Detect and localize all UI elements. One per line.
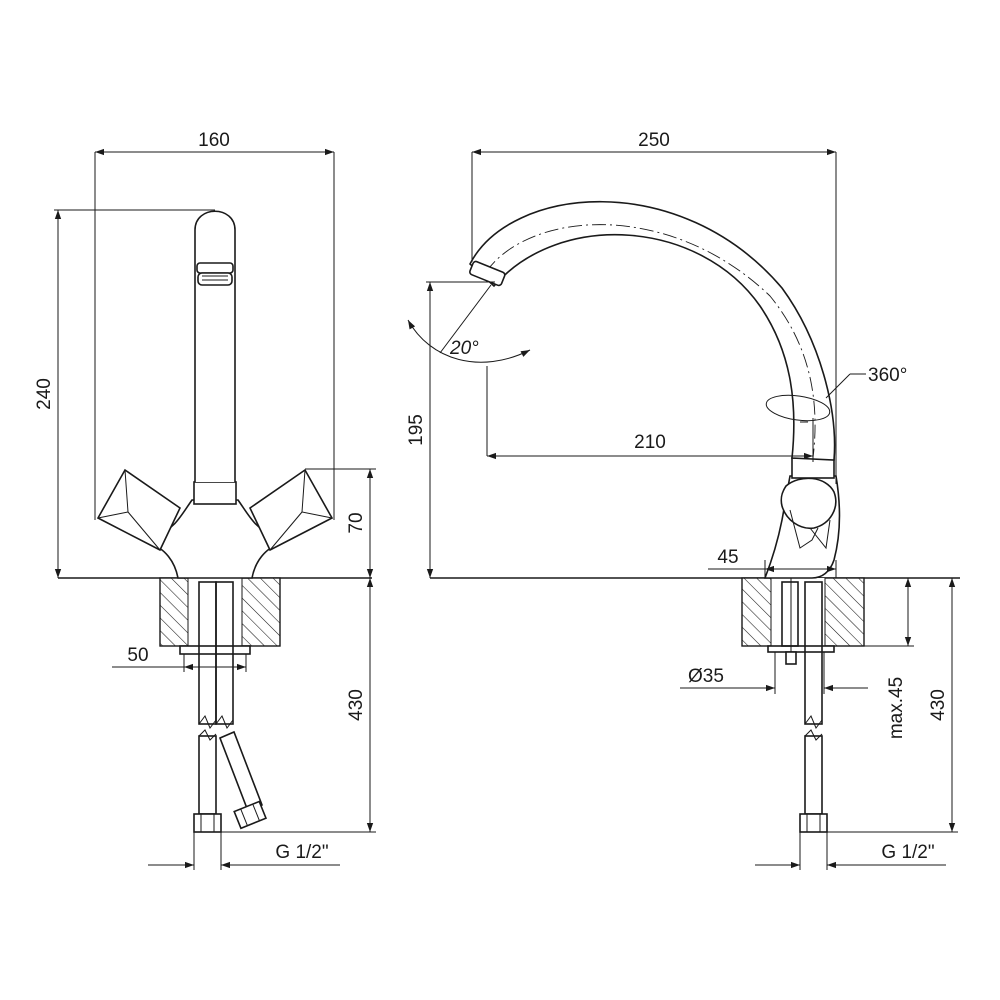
- dim-label-160: 160: [198, 130, 230, 151]
- rotation-indicator: 360°: [765, 365, 907, 423]
- dim-label-g12-front: G 1/2": [275, 842, 328, 863]
- dim-label-360: 360°: [868, 365, 907, 386]
- dim-label-max45: max.45: [886, 677, 907, 739]
- mounting-stud-front: [179, 645, 251, 668]
- dim-handle-height-front: 70: [305, 468, 376, 578]
- handle-left-front: [96, 468, 182, 552]
- dim-label-g12-side: G 1/2": [881, 842, 934, 863]
- dim-connection-front: G 1/2": [148, 832, 340, 870]
- dim-label-20deg: 20°: [449, 338, 479, 359]
- dim-below-deck-side: 430: [827, 578, 958, 833]
- supply-hose-side: [781, 581, 828, 833]
- dim-label-240: 240: [34, 378, 55, 410]
- dim-below-deck-front: 430: [221, 578, 376, 833]
- dim-width-side: 250: [471, 130, 837, 484]
- side-view: 360° 20° 250 195 210: [406, 130, 960, 870]
- spout-front: [194, 210, 236, 482]
- lever-side: [780, 477, 837, 550]
- dim-label-430-side: 430: [928, 689, 949, 721]
- dim-connection-side: G 1/2": [755, 832, 946, 870]
- spout-side: [469, 201, 836, 461]
- front-view: 160 240 70 430 50: [34, 130, 376, 870]
- aerator-front: [196, 262, 234, 286]
- dim-label-195: 195: [406, 414, 427, 446]
- handle-right-front: [248, 468, 334, 552]
- dim-height-front: 240: [34, 209, 215, 578]
- dim-label-d35: Ø35: [688, 666, 724, 687]
- countertop-section-side: [741, 577, 865, 647]
- dim-base-side: 45: [708, 547, 837, 578]
- spout-centerline: [485, 224, 816, 459]
- dim-max-thickness-side: max.45: [864, 578, 914, 739]
- supply-hose-right-front: [215, 581, 268, 830]
- dim-label-430-front: 430: [346, 689, 367, 721]
- dim-width-front: 160: [94, 130, 335, 520]
- aerator-side: [469, 260, 506, 287]
- dim-hole-width-front: 50: [112, 645, 247, 672]
- countertop-section-front: [159, 577, 281, 647]
- dim-hole-diameter-side: Ø35: [680, 652, 868, 694]
- spout-collar-front: [193, 481, 237, 505]
- tilt-angle: 20°: [407, 284, 531, 456]
- dim-label-210: 210: [634, 432, 666, 453]
- dim-label-50: 50: [127, 645, 148, 666]
- dim-label-70: 70: [346, 512, 367, 533]
- dim-aerator-height-side: 195: [406, 281, 495, 578]
- dim-label-250: 250: [638, 130, 670, 151]
- dim-reach-side: 210: [487, 418, 814, 462]
- dim-label-45: 45: [717, 547, 738, 568]
